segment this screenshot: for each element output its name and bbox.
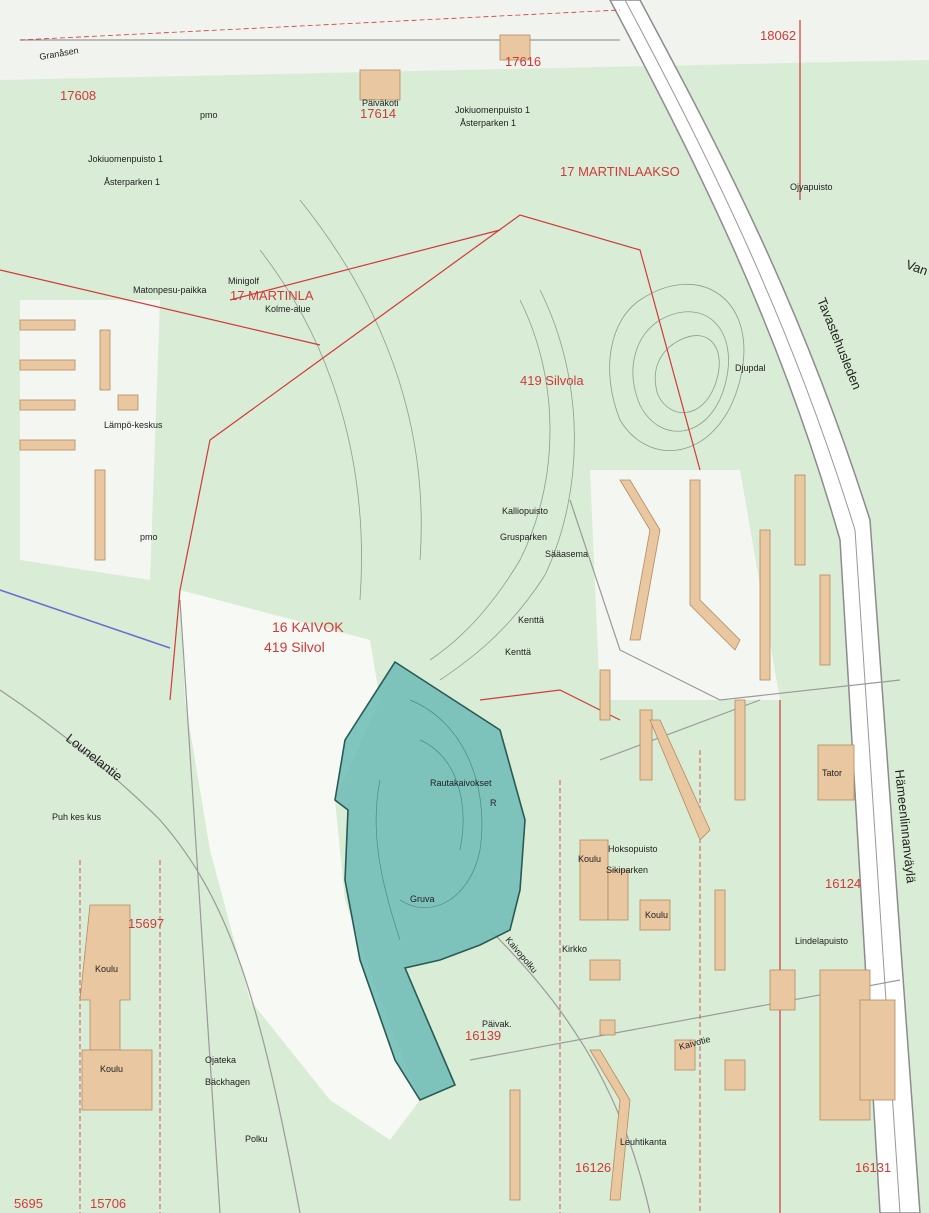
place-asterparken: Åsterparken 1 [460,118,516,128]
place-jokiuomenpuisto: Jokiuomenpuisto 1 [455,105,530,115]
place-jokiuomenpuisto-2: Jokiuomenpuisto 1 [88,154,163,164]
block-17608: 17608 [60,88,96,103]
block-17616: 17616 [505,54,541,69]
place-koulu-2: Koulu [645,910,668,920]
place-kirkko: Kirkko [562,944,587,954]
highlighted-area[interactable] [334,660,526,1102]
highlight-contours [375,699,483,941]
motorway-lane [624,0,901,1213]
label-district-martinlaakso: 17 MARTINLAAKSO [560,164,680,179]
place-djupdal: Djupdal [735,363,766,373]
place-lampo: Lämpö-keskus [104,420,163,430]
place-asterparken-2: Åsterparken 1 [104,177,160,187]
block-16126: 16126 [575,1160,611,1175]
place-polku: Polku [245,1134,268,1144]
place-pmo: pmo [200,110,218,120]
place-koulu-1: Koulu [578,854,601,864]
place-sikiparken: Sikiparken [606,865,648,875]
place-kalliopuisto: Kalliopuisto [502,506,548,516]
block-16139: 16139 [465,1028,501,1043]
block-17614: 17614 [360,106,396,121]
place-grusparken: Grusparken [500,532,547,542]
place-tator: Tator [822,768,842,778]
contour-lines [259,199,745,681]
buildings [19,34,896,1201]
label-district-silvola-b: 419 Silvol [264,639,325,655]
block-18062: 18062 [760,28,796,43]
block-5695: 5695 [14,1196,43,1211]
place-puh-keskus: Puh kes kus [52,812,102,822]
place-paivak: Päivak. [482,1019,512,1029]
block-15697: 15697 [128,916,164,931]
place-lindelapuisto: Lindelapuisto [795,936,848,946]
place-backhagen: Bäckhagen [205,1077,250,1087]
block-16131: 16131 [855,1160,891,1175]
label-road-vantaa: Van [904,257,929,279]
place-leuhtikanta: Leuhtikanta [620,1137,667,1147]
label-district-martinla: 17 MARTINLA [230,288,314,303]
plot-boundaries [19,9,701,1213]
label-district-kaivoksela: 16 KAIVOK [272,619,344,635]
place-koulu-4: Koulu [100,1064,123,1074]
place-matonpesu: Matonpesu-paikka [133,285,207,295]
block-15706: 15706 [90,1196,126,1211]
place-kentta-2: Kenttä [505,647,531,657]
place-gruva: Gruva [410,894,435,904]
place-koulu-3: Koulu [95,964,118,974]
place-ojyapuisto: Ojyapuisto [790,182,833,192]
place-saaasema: Sääasema [545,549,588,559]
place-pmo-2: pmo [140,532,158,542]
label-district-silvola: 419 Silvola [520,373,584,388]
place-kentta: Kenttä [518,615,544,625]
place-marker-r: R [490,798,497,808]
place-ojateka: Ojateka [205,1055,236,1065]
place-minigolf: Minigolf [228,276,260,286]
water-line [0,589,171,649]
district-boundaries [0,20,801,1213]
block-16124: 16124 [825,876,861,891]
place-hoksopuisto: Hoksopuisto [608,844,658,854]
place-kolme-alue: Kolme-alue [265,304,311,314]
place-paivakoti: Päiväkoti [362,98,399,108]
place-rautakaivokset: Rautakaivokset [430,778,492,788]
